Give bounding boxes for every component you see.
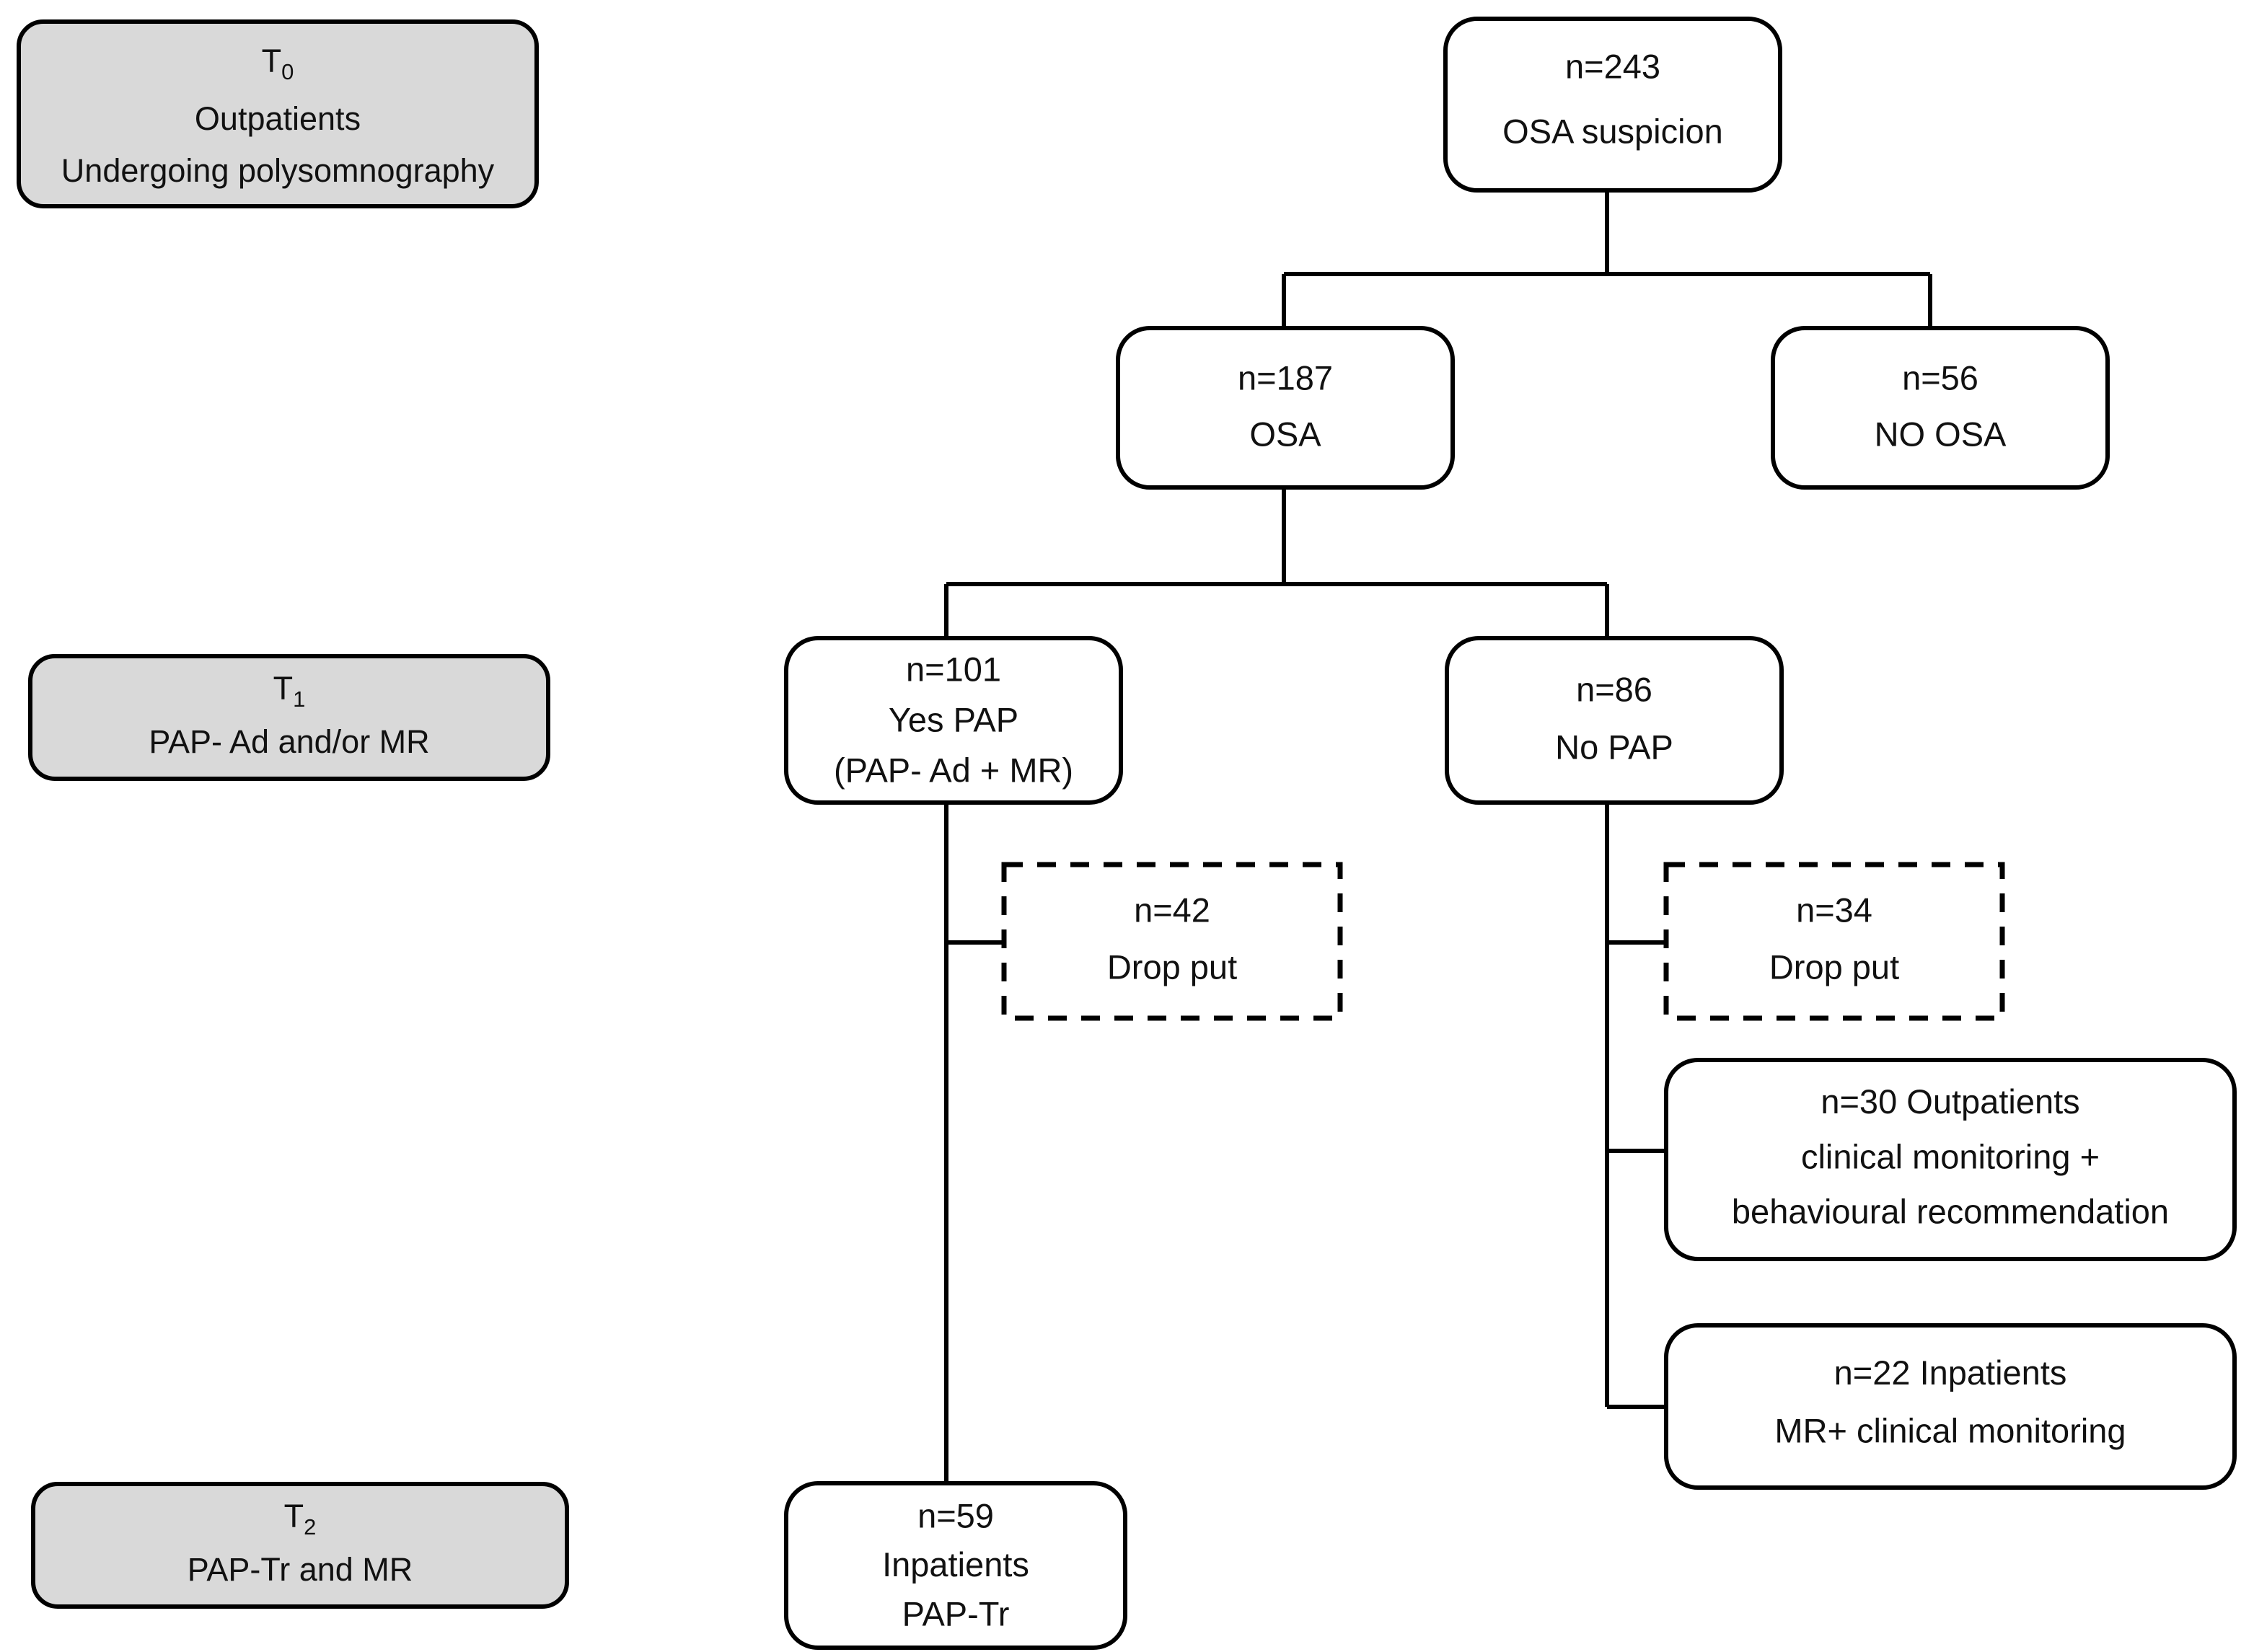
connector-layer <box>944 190 1932 1483</box>
node-dropout-nopap-label: Drop put <box>1769 948 1899 986</box>
node-yes-pap: n=101 Yes PAP (PAP- Ad + MR) <box>784 636 1123 805</box>
node-no-osa-count: n=56 <box>1902 358 1978 397</box>
node-yes-pap-label2: (PAP- Ad + MR) <box>834 751 1073 789</box>
node-no-pap-rect <box>1445 636 1784 805</box>
node-no-pap: n=86 No PAP <box>1445 636 1784 805</box>
node-inpatients-mr-count: n=22 Inpatients <box>1834 1353 2067 1392</box>
node-outpatients-monitoring-label3: behavioural recommendation <box>1732 1192 2169 1230</box>
phase-t2-title: T2 <box>284 1498 317 1540</box>
node-dropout-pap-rect <box>1001 862 1343 1021</box>
node-dropout-nopap-count: n=34 <box>1796 891 1872 929</box>
node-no-osa-rect <box>1771 326 2110 490</box>
node-inpatients-paptr-emphasis: Inpatients <box>882 1545 1029 1583</box>
node-inpatients-paptr: n=59 Inpatients PAP-Tr <box>784 1481 1127 1650</box>
node-no-osa-label: NO OSA <box>1875 415 2007 453</box>
node-osa: n=187 OSA <box>1116 326 1455 490</box>
node-dropout-pap-count: n=42 <box>1134 891 1210 929</box>
node-osa-label: OSA <box>1249 415 1321 453</box>
phase-t1-line1: PAP- Ad and/or MR <box>149 723 429 760</box>
node-outpatients-monitoring-count: n=30 Outpatients <box>1821 1082 2079 1121</box>
node-inpatients-paptr-count: n=59 <box>917 1496 994 1534</box>
node-osa-suspicion-label: OSA suspicion <box>1502 112 1723 150</box>
node-yes-pap-count: n=101 <box>906 650 1001 688</box>
node-inpatients-paptr-rect <box>784 1481 1127 1650</box>
node-no-pap-count: n=86 <box>1576 670 1652 708</box>
node-dropout-nopap: n=34 Drop put <box>1663 862 2005 1021</box>
node-inpatients-mr: n=22 Inpatients MR+ clinical monitoring <box>1664 1323 2237 1490</box>
phase-t0-line1: Outpatients <box>195 100 361 137</box>
phase-t2-line1: PAP-Tr and MR <box>188 1551 413 1588</box>
node-outpatients-monitoring: n=30 Outpatients clinical monitoring + b… <box>1664 1058 2237 1261</box>
phase-t2-rect <box>31 1482 569 1609</box>
phase-t1-box: T1 PAP- Ad and/or MR <box>28 654 550 781</box>
node-osa-count: n=187 <box>1238 358 1333 397</box>
phase-t1-rect <box>28 654 550 781</box>
node-osa-suspicion-rect <box>1443 17 1782 193</box>
node-dropout-pap: n=42 Drop put <box>1001 862 1343 1021</box>
node-no-pap-label: No PAP <box>1555 728 1673 766</box>
phase-t1-title: T1 <box>273 670 306 712</box>
phase-t2-box: T2 PAP-Tr and MR <box>31 1482 569 1609</box>
node-inpatients-mr-label2: MR+ clinical monitoring <box>1774 1411 2126 1449</box>
node-outpatients-monitoring-label2: clinical monitoring + <box>1801 1137 2100 1175</box>
node-yes-pap-rect <box>784 636 1123 805</box>
node-osa-suspicion-count: n=243 <box>1565 47 1660 85</box>
node-no-osa: n=56 NO OSA <box>1771 326 2110 490</box>
node-osa-suspicion: n=243 OSA suspicion <box>1443 17 1782 193</box>
node-osa-rect <box>1116 326 1455 490</box>
node-yes-pap-label: Yes PAP <box>889 700 1018 738</box>
phase-t0-rect <box>17 19 539 208</box>
node-inpatients-paptr-label2: PAP-Tr <box>902 1594 1010 1633</box>
phase-t0-line2: Undergoing polysomnography <box>61 152 495 189</box>
node-inpatients-mr-rect <box>1664 1323 2237 1490</box>
node-dropout-nopap-rect <box>1663 862 2005 1021</box>
node-dropout-pap-label: Drop put <box>1107 948 1237 986</box>
node-outpatients-monitoring-rect <box>1664 1058 2237 1261</box>
phase-t0-title: T0 <box>262 43 294 84</box>
phase-t0-box: T0 Outpatients Undergoing polysomnograph… <box>17 19 539 208</box>
